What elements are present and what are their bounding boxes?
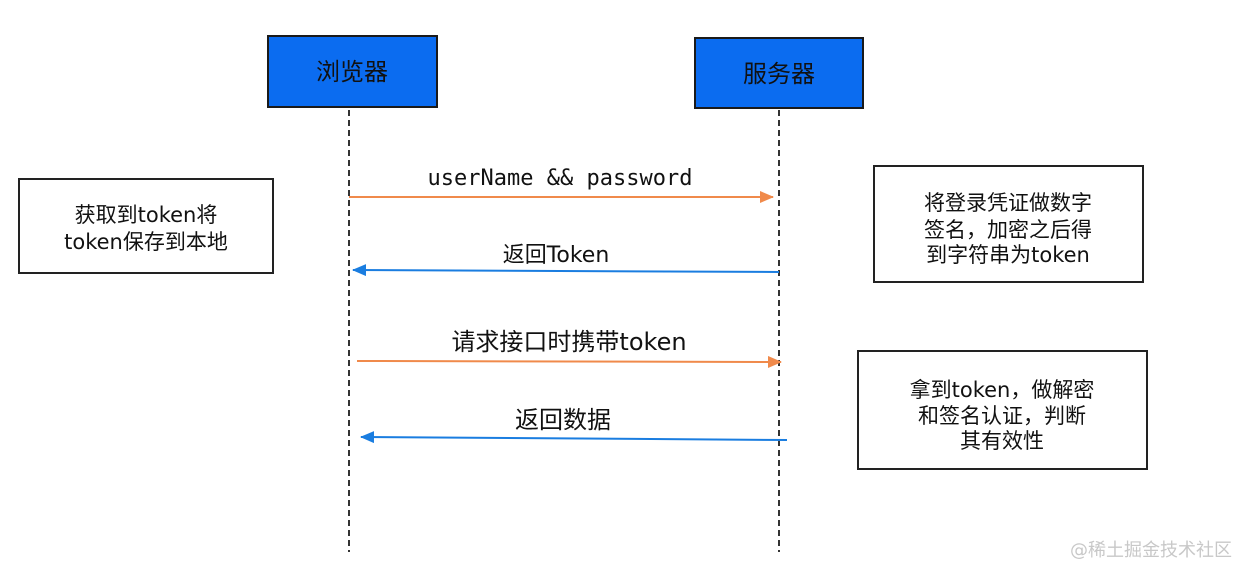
server-participant: 服务器 — [694, 37, 864, 109]
response-arrow — [360, 431, 788, 444]
response-arrow — [352, 264, 780, 277]
browser-label: 浏览器 — [316, 58, 388, 86]
note-line: 其有效性 — [960, 429, 1044, 453]
note-line: 将登录凭证做数字 — [924, 191, 1092, 215]
note-line: 获取到token将 — [75, 203, 218, 227]
server-label: 服务器 — [743, 60, 815, 88]
message-label: 返回数据 — [515, 406, 611, 434]
note-line: 签名，加密之后得 — [924, 218, 1092, 242]
browser-participant: 浏览器 — [267, 35, 438, 108]
message-return-token: 返回Token — [352, 243, 780, 277]
message-label: userName && password — [428, 166, 693, 191]
message-label: 请求接口时携带token — [451, 328, 686, 356]
watermark: @稀土掘金技术社区 — [1070, 540, 1232, 561]
server-signing-note: 将登录凭证做数字 签名，加密之后得 到字符串为token — [873, 165, 1144, 283]
server-verify-note: 拿到token，做解密 和签名认证，判断 其有效性 — [857, 350, 1148, 470]
note-line: token保存到本地 — [64, 230, 228, 254]
browser-note: 获取到token将 token保存到本地 — [18, 178, 274, 274]
message-login-request: userName && password — [349, 166, 774, 203]
note-line: 拿到token，做解密 — [910, 378, 1095, 402]
note-line: 到字符串为token — [926, 243, 1090, 267]
request-arrow — [356, 355, 782, 368]
message-api-request: 请求接口时携带token — [356, 328, 782, 368]
note-line: 和签名认证，判断 — [918, 404, 1086, 428]
message-label: 返回Token — [503, 243, 610, 268]
message-return-data: 返回数据 — [360, 406, 788, 444]
